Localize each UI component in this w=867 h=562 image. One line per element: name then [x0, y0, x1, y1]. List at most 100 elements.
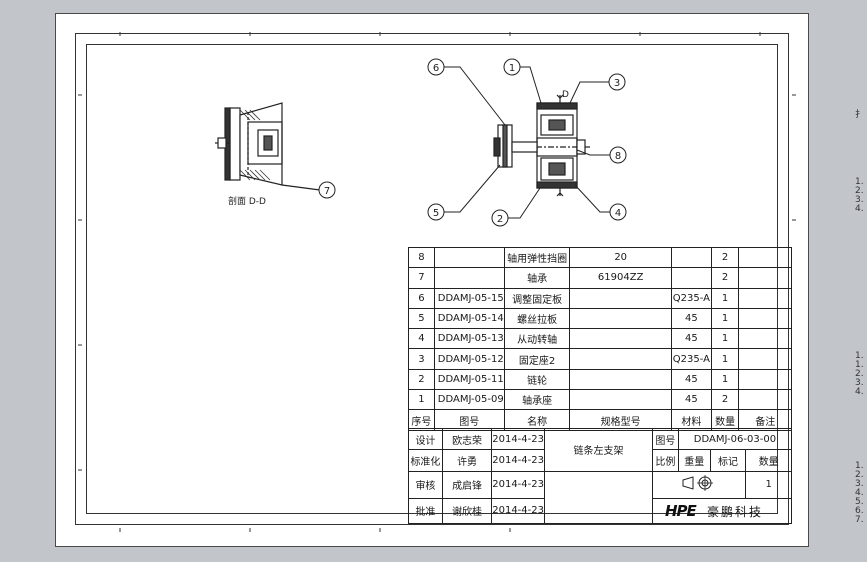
bom-cell-note: [738, 328, 792, 350]
design-name: 欧志荣: [441, 427, 493, 451]
section-label: 剖面 D-D: [228, 195, 266, 207]
bom-cell-no: 7: [408, 267, 435, 289]
section-marker-label: D: [562, 90, 569, 100]
balloon-label-2: 2: [497, 214, 503, 225]
design-date: 2014-4-23: [491, 427, 545, 451]
balloon-label-8: 8: [615, 151, 621, 162]
bom-cell-code: DDAMJ-05-11: [433, 368, 505, 391]
section-view-d-d[interactable]: [215, 102, 321, 191]
drawing-no-label: 图号: [651, 427, 679, 451]
balloon-4[interactable]: [609, 203, 627, 221]
bom-cell-name: 轴用弹性挡圈: [503, 246, 571, 269]
balloon-6[interactable]: [427, 58, 445, 76]
bom-cell-no: 8: [408, 246, 435, 269]
std-name: 许勇: [441, 449, 493, 472]
bom-cell-spec: [569, 389, 672, 411]
bom-cell-note: [738, 348, 792, 370]
std-date: 2014-4-23: [491, 449, 545, 472]
balloon-1[interactable]: [503, 58, 521, 76]
balloon-3[interactable]: [608, 73, 626, 91]
approve-name: 谢欣桂: [441, 497, 493, 525]
approve-label: 批准: [408, 497, 443, 525]
bom-cell-name: 链轮: [503, 368, 571, 391]
note-line: 3.: [855, 378, 864, 388]
bom-cell-code: DDAMJ-05-12: [433, 348, 505, 370]
bom-cell-material: Q235-A: [670, 287, 712, 309]
side-notes-group3: 1. 2. 3. 4. 5. 6. 7.: [855, 462, 864, 525]
check-label: 审核: [408, 470, 443, 499]
balloon-7[interactable]: [318, 181, 336, 199]
bom-cell-note: [738, 368, 792, 391]
bom-cell-code: DDAMJ-05-15: [433, 287, 505, 309]
bom-cell-no: 5: [408, 307, 435, 330]
note-line: 3.: [855, 479, 864, 489]
bom-cell-name: 固定座2: [503, 348, 571, 370]
bom-cell-no: 3: [408, 348, 435, 370]
balloon-8[interactable]: [609, 146, 627, 164]
bom-cell-note: [738, 267, 792, 289]
check-name: 成启锋: [441, 470, 493, 499]
note-line: 1.: [855, 177, 864, 187]
note-line: 5.: [855, 497, 864, 507]
balloon-group: [318, 58, 627, 227]
note-line: 4.: [855, 204, 864, 214]
bom-cell-name: 轴承座: [503, 389, 571, 411]
bom-cell-note: [738, 389, 792, 411]
note-line: 1.: [855, 461, 864, 471]
bom-cell-spec: 20: [569, 246, 672, 269]
note-line: 1.: [855, 351, 864, 361]
side-notes-group2: 1. 1. 2. 3. 4.: [855, 352, 864, 397]
bom-cell-qty: 1: [710, 348, 740, 370]
side-notes-group1: 1. 2. 3. 4.: [855, 178, 864, 214]
qty-value: 1: [745, 470, 792, 499]
bom-cell-code: [433, 267, 505, 289]
bom-cell-code: [433, 246, 505, 269]
qty-label: 数量: [745, 449, 792, 472]
projection-symbol-cell: [651, 470, 747, 499]
bom-cell-qty: 1: [710, 287, 740, 309]
bom-cell-name: 从动转轴: [503, 328, 571, 350]
drawing-number: DDAMJ-06-03-00: [677, 427, 793, 451]
title-block: 设计 欧志荣 2014-4-23 链条左支架 图号 DDAMJ-06-03-00…: [408, 427, 793, 525]
balloon-labels: 1 2 3 4 5 6 7 8: [324, 63, 621, 225]
bom-cell-spec: 61904ZZ: [569, 267, 672, 289]
bom-cell-code: DDAMJ-05-09: [433, 389, 505, 411]
bom-cell-material: Q235-A: [670, 348, 712, 370]
bom-cell-material: 45: [670, 389, 712, 411]
assembly-main-view[interactable]: [493, 94, 590, 197]
note-line: 4.: [855, 488, 864, 498]
bom-cell-material: 45: [670, 307, 712, 330]
balloon-label-5: 5: [433, 208, 439, 219]
side-note-top: 扌: [855, 110, 865, 120]
bom-cell-name: 螺丝拉板: [503, 307, 571, 330]
company-cell: HPE 豪鹏科技: [651, 497, 793, 525]
balloon-label-6: 6: [433, 63, 439, 74]
balloon-2[interactable]: [491, 209, 509, 227]
bom-cell-qty: 1: [710, 368, 740, 391]
std-label: 标准化: [408, 449, 443, 472]
zone-ticks: [78, 32, 796, 532]
note-line: 2.: [855, 186, 864, 196]
bom-cell-no: 2: [408, 368, 435, 391]
bom-cell-note: [738, 287, 792, 309]
bom-cell-qty: 2: [710, 246, 740, 269]
balloon-label-7: 7: [324, 186, 330, 197]
balloon-5[interactable]: [427, 203, 445, 221]
bom-cell-qty: 1: [710, 307, 740, 330]
bom-cell-qty: 2: [710, 267, 740, 289]
bom-cell-qty: 2: [710, 389, 740, 411]
bom-cell-note: [738, 246, 792, 269]
bom-cell-code: DDAMJ-05-14: [433, 307, 505, 330]
note-line: 3.: [855, 195, 864, 205]
bom-cell-no: 1: [408, 389, 435, 411]
